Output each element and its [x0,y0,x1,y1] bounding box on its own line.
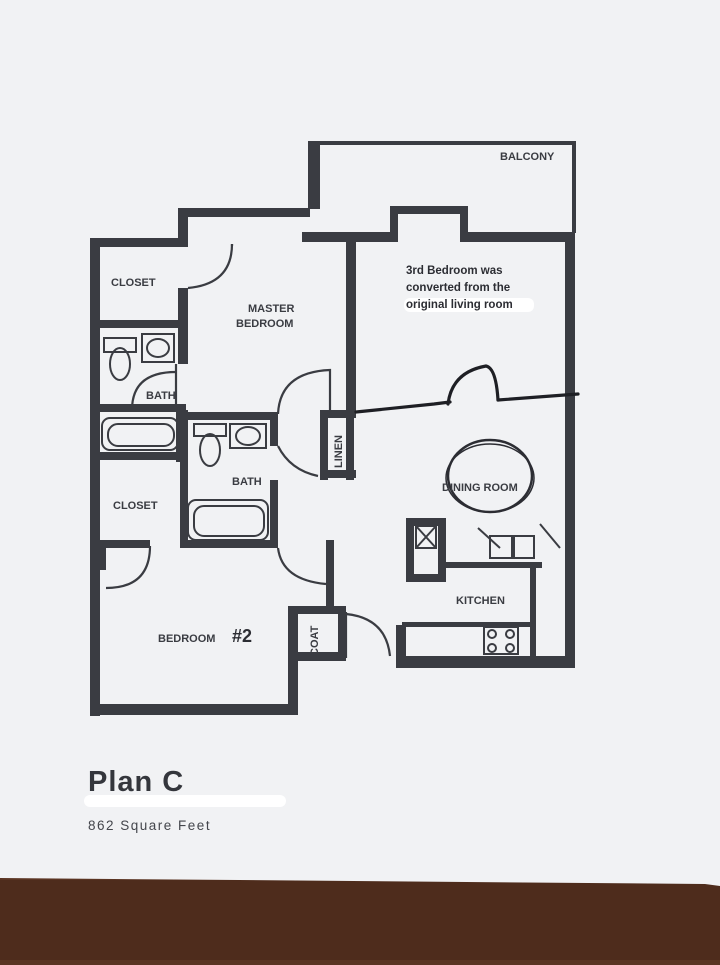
bedroom-2-label: BEDROOM [158,633,215,645]
annotation-line-1: 3rd Bedroom was [406,265,503,277]
dining-room-label: DINING ROOM [442,482,518,494]
bedroom-2-number: #2 [232,626,252,646]
doors [105,243,392,658]
fixtures [101,333,269,541]
annotation-highlight [404,298,534,312]
closet-label-top: CLOSET [111,277,156,289]
linen-label: LINEN [333,435,345,468]
master-bath-label: BATH [146,390,176,402]
hall-bath-label: BATH [232,476,262,488]
redaction-bar [84,795,286,807]
plan-title: Plan C [88,766,184,798]
dining-table-circle [445,438,535,514]
master-bedroom-label-line1: MASTER [248,303,295,315]
kitchen-fixtures [415,523,561,655]
square-footage: 862 Square Feet [88,818,211,833]
kitchen-label: KITCHEN [456,595,505,607]
closet-label-bottom: CLOSET [113,500,158,512]
coat-closet-label: COAT [309,625,321,656]
new-partition-wall [354,364,580,414]
master-bedroom-label-line2: BEDROOM [236,318,293,330]
walls [90,141,576,716]
annotation-line-3: original living room [406,299,513,311]
balcony-label: BALCONY [500,151,555,163]
paper-sheet [0,0,720,886]
annotation-line-2: converted from the [406,282,510,294]
